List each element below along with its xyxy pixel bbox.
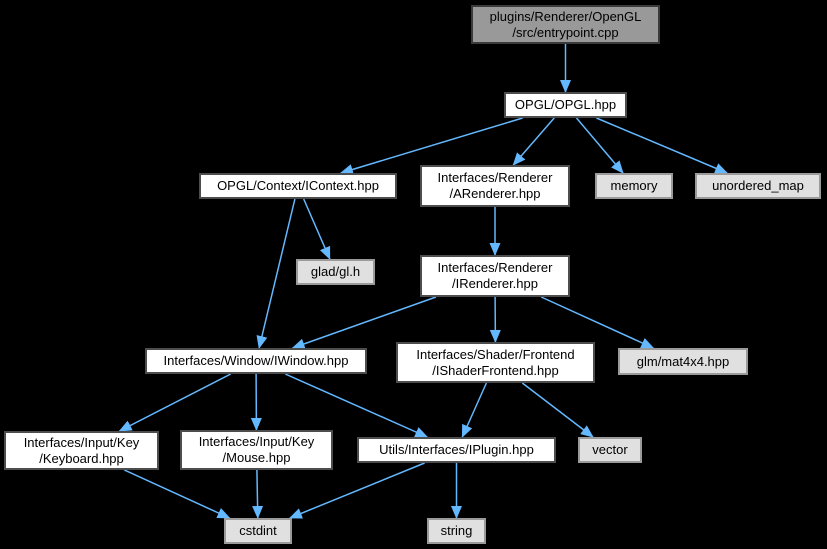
edge-ishaderfrontend-to-iplugin (461, 382, 488, 438)
graph-node-iplugin-hpp[interactable]: Utils/Interfaces/IPlugin.hpp (357, 437, 556, 463)
edge-iwindow-to-iplugin (284, 373, 429, 438)
edge-ishaderfrontend-to-vector (521, 382, 594, 438)
graph-node-unordered-map: unordered_map (695, 173, 821, 199)
edge-icontext-to-glad (303, 198, 331, 260)
graph-node-memory: memory (595, 173, 673, 199)
edge-irenderer-to-iwindow (291, 296, 437, 350)
edge-opgl-to-memory (575, 117, 624, 174)
graph-node-icontext-hpp[interactable]: OPGL/Context/IContext.hpp (199, 173, 397, 199)
edge-iwindow-to-keyboard (118, 373, 232, 432)
graph-node-iwindow-hpp[interactable]: Interfaces/Window/IWindow.hpp (145, 348, 367, 374)
graph-node-glad-gl-h: glad/gl.h (296, 259, 375, 285)
graph-node-opgl-hpp[interactable]: OPGL/OPGL.hpp (504, 92, 627, 118)
edge-irenderer-to-glm (540, 296, 655, 349)
edge-iplugin-to-cstdint (288, 462, 425, 519)
graph-node-ishaderfrontend-hpp[interactable]: Interfaces/Shader/Frontend /IShaderFront… (396, 342, 595, 383)
graph-node-irenderer-hpp[interactable]: Interfaces/Renderer /IRenderer.hpp (420, 255, 570, 297)
graph-node-cstdint: cstdint (224, 518, 292, 544)
graph-node-keyboard-hpp[interactable]: Interfaces/Input/Key /Keyboard.hpp (4, 431, 159, 470)
edge-opgl-to-arenderer (512, 117, 555, 166)
graph-node-arenderer-hpp[interactable]: Interfaces/Renderer /ARenderer.hpp (420, 165, 570, 207)
edge-opgl-to-icontext (339, 117, 523, 175)
graph-node-mouse-hpp[interactable]: Interfaces/Input/Key /Mouse.hpp (180, 430, 333, 470)
graph-node-string: string (427, 518, 486, 544)
graph-node-entrypoint-cpp: plugins/Renderer/OpenGL /src/entrypoint.… (471, 5, 660, 44)
graph-node-glm-mat4x4-hpp: glm/mat4x4.hpp (618, 348, 748, 375)
edge-icontext-to-iwindow (256, 198, 296, 349)
edge-opgl-to-unordered_map (596, 117, 729, 174)
edge-mouse-to-cstdint (252, 469, 264, 519)
edge-keyboard-to-cstdint (123, 469, 231, 519)
graph-node-vector: vector (578, 437, 642, 463)
